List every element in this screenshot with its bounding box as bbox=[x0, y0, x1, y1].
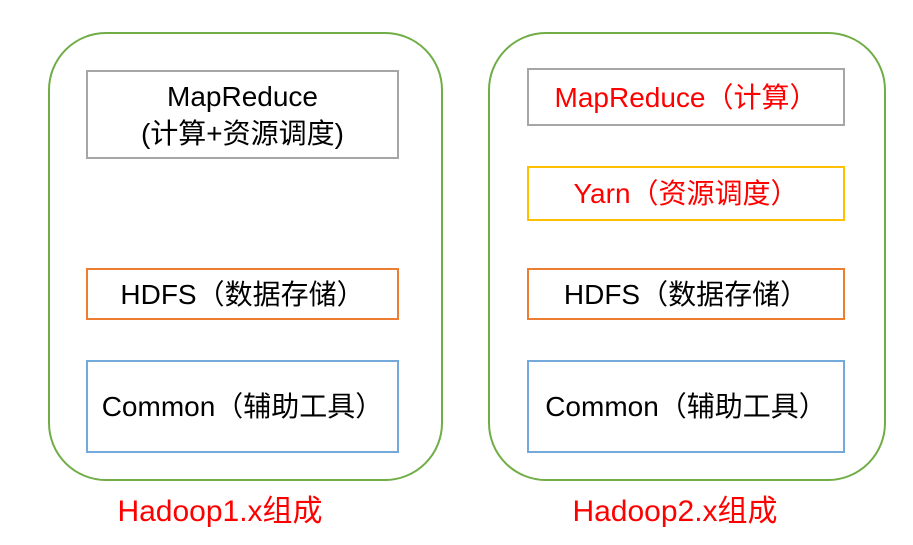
hadoop2x-common-box: Common（辅助工具） bbox=[527, 360, 845, 453]
hadoop1x-mapreduce-box: MapReduce (计算+资源调度) bbox=[86, 70, 399, 159]
hadoop2x-panel: MapReduce（计算） Yarn（资源调度） HDFS（数据存储） Comm… bbox=[488, 32, 886, 481]
hadoop1x-caption: Hadoop1.x组成 bbox=[117, 495, 323, 528]
hadoop2x-common-label: Common（辅助工具） bbox=[545, 391, 827, 422]
hadoop2x-hdfs-box: HDFS（数据存储） bbox=[527, 268, 845, 320]
hadoop1x-mapreduce-label-line2: (计算+资源调度) bbox=[140, 117, 344, 149]
hadoop1x-hdfs-box: HDFS（数据存储） bbox=[86, 268, 399, 320]
hadoop1x-hdfs-label: HDFS（数据存储） bbox=[120, 278, 365, 310]
hadoop1x-common-box: Common（辅助工具） bbox=[86, 360, 399, 453]
hadoop2x-yarn-box: Yarn（资源调度） bbox=[527, 166, 845, 221]
hadoop1x-panel: MapReduce (计算+资源调度) HDFS（数据存储） Common（辅助… bbox=[48, 32, 443, 481]
hadoop1x-mapreduce-label-line1: MapReduce bbox=[167, 80, 318, 112]
hadoop2x-mapreduce-box: MapReduce（计算） bbox=[527, 68, 845, 126]
hadoop2x-hdfs-label: HDFS（数据存储） bbox=[563, 278, 809, 310]
hadoop1x-common-label: Common（辅助工具） bbox=[101, 391, 384, 422]
hadoop2x-mapreduce-label: MapReduce（计算） bbox=[554, 81, 818, 113]
hadoop2x-yarn-label: Yarn（资源调度） bbox=[573, 178, 799, 209]
hadoop2x-caption: Hadoop2.x组成 bbox=[572, 495, 778, 528]
